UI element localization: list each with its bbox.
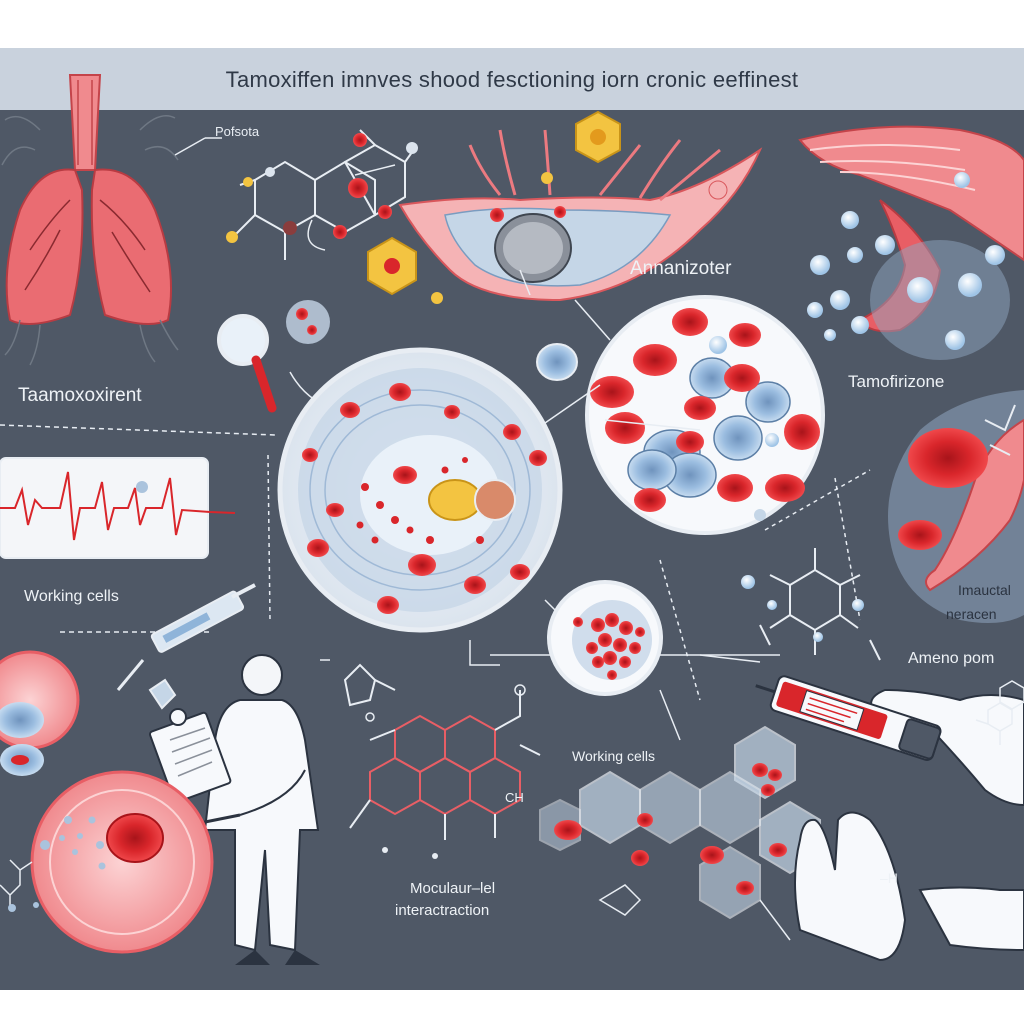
hexagonal-cell-grid <box>539 689 821 941</box>
label-ameno-pom: Ameno pom <box>908 650 995 667</box>
hand-holding-vial <box>699 654 1024 962</box>
molecule-structure-right <box>759 548 881 661</box>
label-pofsota: Pofsota <box>215 124 260 139</box>
cell-bubble-icon <box>286 300 330 344</box>
label-taamoxoxirent: Taamoxoxirent <box>18 385 142 406</box>
blue-cell-icon <box>536 343 578 381</box>
small-hexagon-rings <box>975 680 1024 745</box>
blood-cells-circle <box>585 295 825 535</box>
molecular-structure-bottom <box>343 663 541 840</box>
ecg-monitor-panel <box>0 457 236 559</box>
doctor-figure <box>148 654 320 965</box>
label-neracen: neracen <box>946 606 997 622</box>
label-working-cells-bottom: Working cells <box>572 748 655 764</box>
magnifier-icon <box>217 314 277 413</box>
label-molecular-line1: Moculaur–lel <box>410 880 496 897</box>
label-h: –H <box>880 870 898 886</box>
molecule-atoms-top <box>226 133 443 304</box>
page-title: Tamoxiffen imnves shood fesctioning iorn… <box>225 67 799 92</box>
central-cell-circle <box>277 347 563 633</box>
tissue-blob-right <box>888 390 1024 624</box>
bubble-cluster-top-right <box>807 172 1005 350</box>
label-tamofirizone: Tamofirizone <box>848 372 945 391</box>
pofsota-pointer <box>354 164 396 176</box>
label-working-cells-left: Working cells <box>24 588 119 605</box>
molecule-structure-top <box>234 129 416 260</box>
label-ch: CH <box>505 790 524 805</box>
blood-vessel-illustration <box>398 129 763 302</box>
red-cluster-circle <box>547 580 663 696</box>
label-molecular-line2: interactraction <box>395 902 490 919</box>
pink-cell-bottom-left <box>0 650 214 954</box>
syringe-icon <box>116 583 256 691</box>
lungs-icon <box>1 74 179 366</box>
title-banner <box>0 48 1024 110</box>
label-imauctal: Imauctal <box>958 582 1011 598</box>
label-annanizoter: Annanizoter <box>630 258 732 279</box>
